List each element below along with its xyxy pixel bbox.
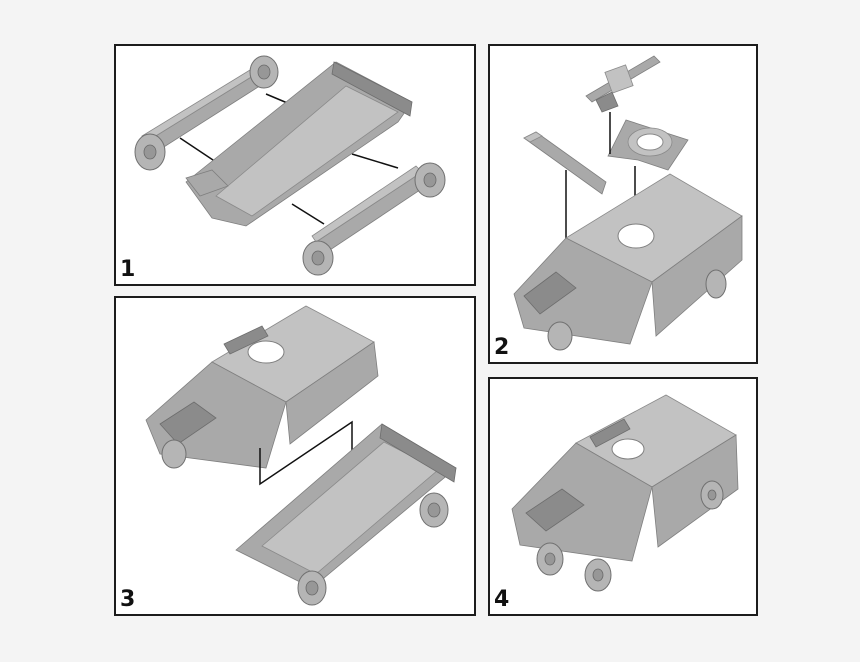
- assembled-vehicle: [511, 394, 739, 592]
- turret-ring-part: [607, 119, 689, 171]
- step-3-illustration: [145, 305, 457, 606]
- step-1-panel: 1: [114, 44, 476, 286]
- chassis-part: [235, 423, 457, 606]
- front-axle-part: [302, 162, 446, 276]
- step-2-panel: 2: [488, 44, 758, 364]
- step-number-2: 2: [494, 335, 510, 360]
- vehicle-body-part: [145, 305, 379, 469]
- windshield-part: [523, 131, 607, 195]
- step-3-panel: 3: [114, 296, 476, 616]
- rear-axle-part: [134, 55, 279, 171]
- vehicle-body-part: [513, 173, 743, 351]
- step-4-panel: 4: [488, 377, 758, 616]
- chassis-tray-part: [185, 61, 413, 227]
- step-number-4: 4: [494, 587, 510, 612]
- step-2-illustration: [513, 55, 743, 351]
- gun-part: [585, 55, 661, 113]
- step-4-illustration: [511, 394, 739, 592]
- step-number-1: 1: [120, 257, 136, 282]
- step-1-illustration: [134, 55, 446, 276]
- step-number-3: 3: [120, 587, 136, 612]
